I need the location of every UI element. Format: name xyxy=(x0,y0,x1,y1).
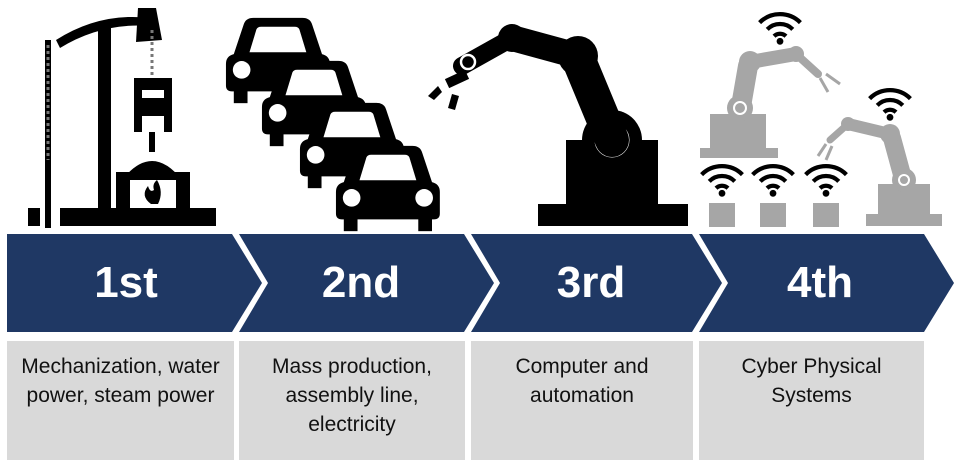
stage-icons xyxy=(28,8,942,232)
stage-description-1: Mechanization, water power, steam power xyxy=(7,341,234,460)
stage-chevron-1 xyxy=(7,234,262,332)
stage-label-1: 1st xyxy=(94,258,158,307)
robot-arm-icon xyxy=(428,24,688,226)
stage-label-4: 4th xyxy=(787,258,853,307)
stage-label-2: 2nd xyxy=(321,258,401,307)
stage-label-3: 3rd xyxy=(556,258,626,307)
stage-description-4: Cyber Physical Systems xyxy=(699,341,924,460)
steam-engine-icon xyxy=(28,8,216,228)
chevron-timeline xyxy=(7,234,954,332)
stage-chevron-2 xyxy=(239,234,494,332)
stage-description-2: Mass production, assembly line, electric… xyxy=(239,341,465,460)
stage-description-3: Computer and automation xyxy=(471,341,693,460)
connected-robots-icon xyxy=(700,14,942,227)
assembly-line-cars-icon xyxy=(225,17,440,232)
stage-chevron-4 xyxy=(699,234,954,332)
stage-chevron-3 xyxy=(471,234,722,332)
